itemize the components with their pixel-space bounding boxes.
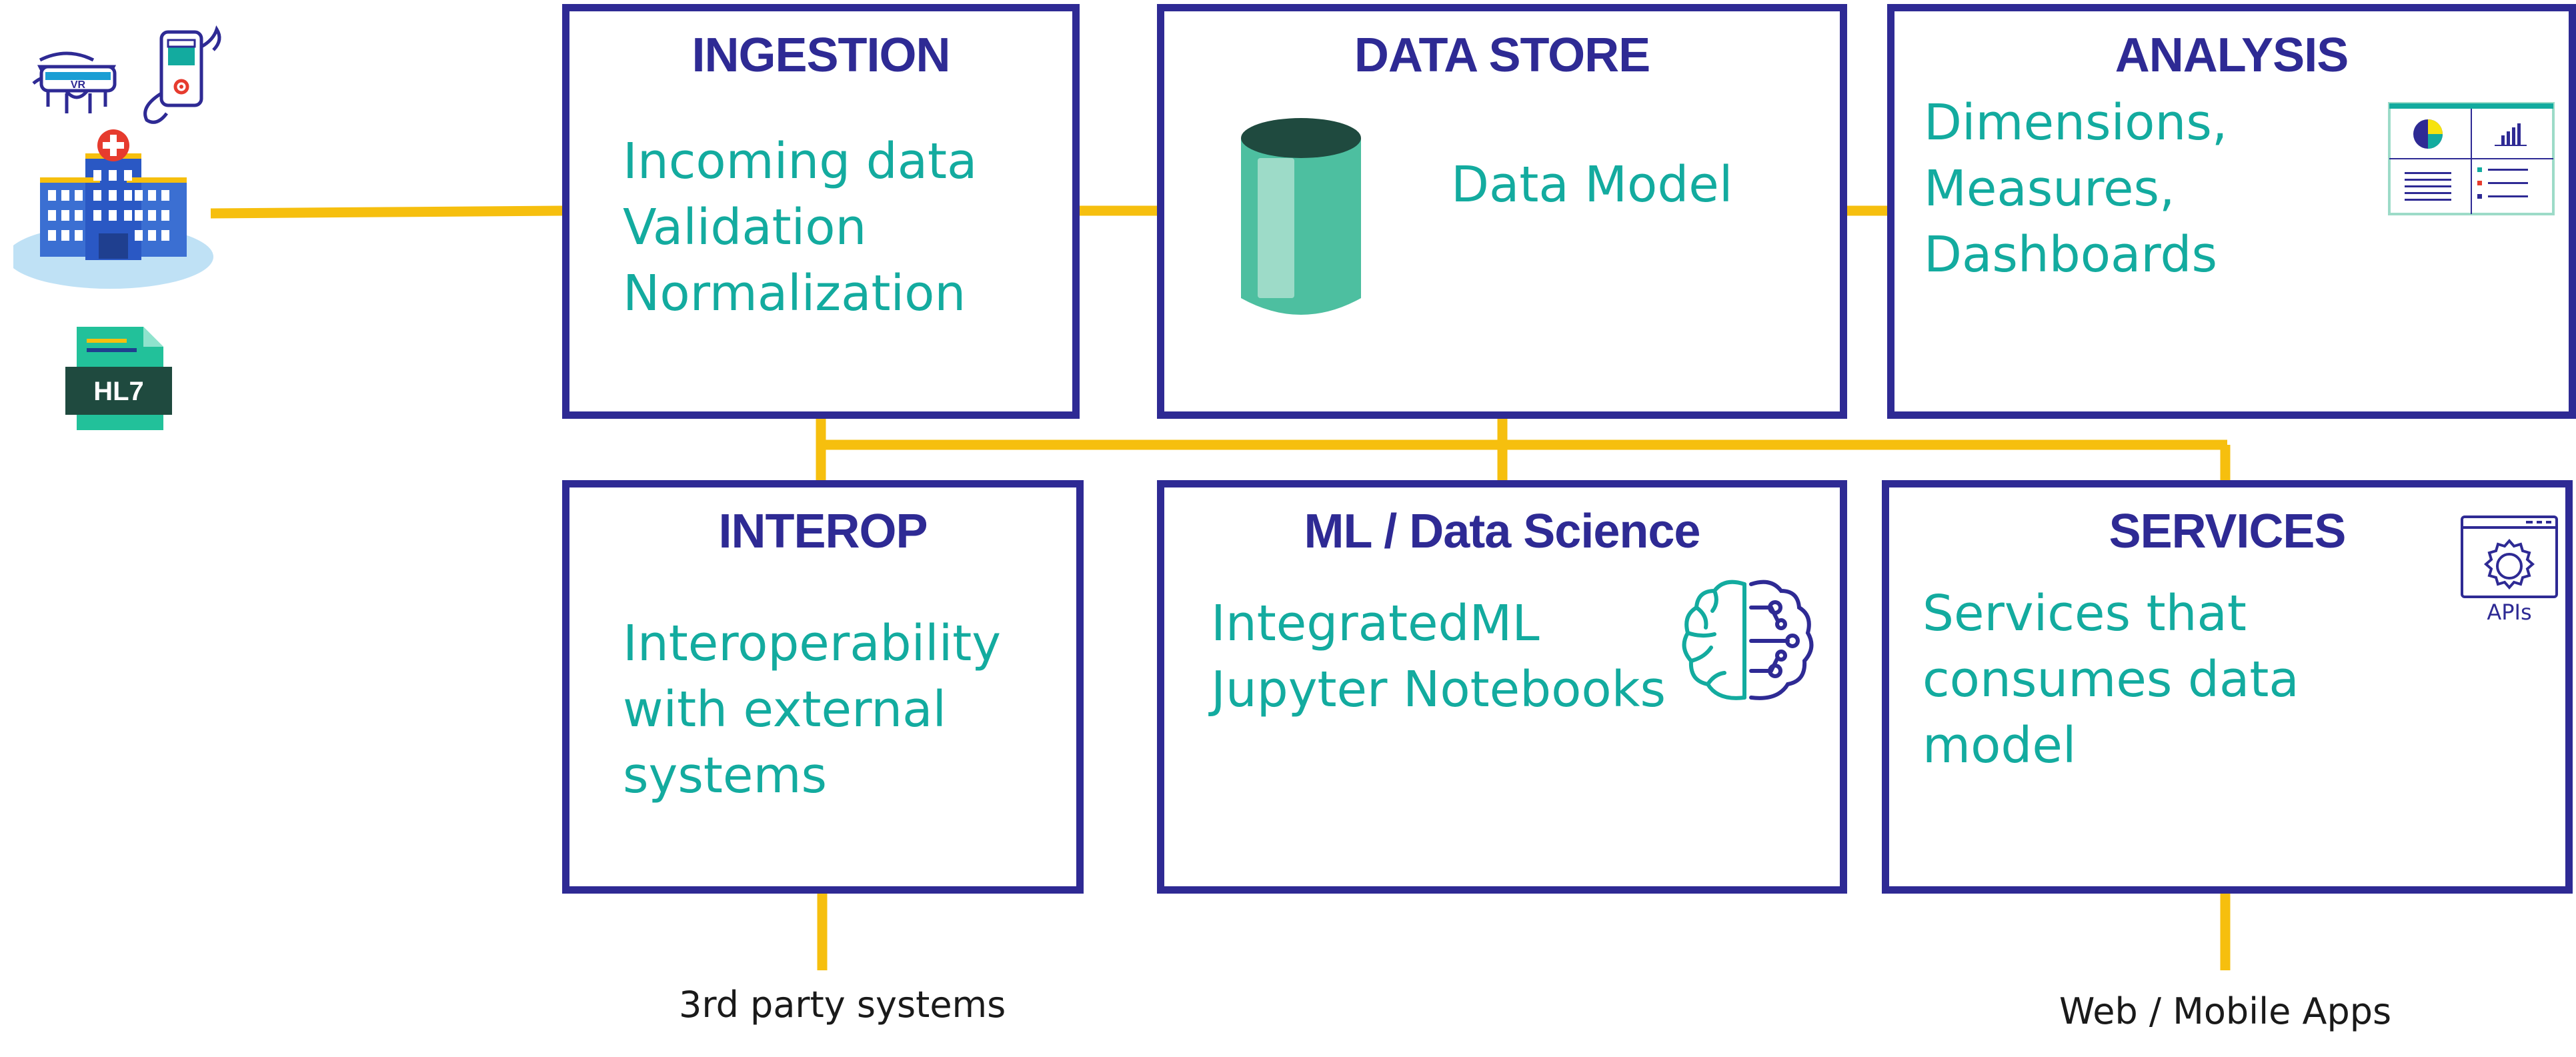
datastore-box: DATA STORE Data Model <box>1157 4 1847 419</box>
interop-line: with external <box>623 681 947 738</box>
services-box: SERVICES Services that consumes data mod… <box>1882 480 2573 894</box>
interop-footer-label: 3rd party systems <box>679 984 1006 1026</box>
analysis-line: Dimensions, <box>1924 94 2228 151</box>
apis-label: APIs <box>2487 600 2531 625</box>
source-icons: VR <box>13 25 221 430</box>
interop-line: Interoperability <box>623 615 1002 672</box>
connector-sources-ingestion <box>210 205 563 219</box>
brain-circuit-icon <box>1682 580 1814 700</box>
vr-headset-icon: VR <box>32 51 117 113</box>
hl7-document-icon: HL7 <box>65 327 172 430</box>
analysis-box: ANALYSIS Dimensions, Measures, Dashboard… <box>1887 4 2576 419</box>
datastore-line: Data Model <box>1451 156 1733 213</box>
database-cylinder-icon <box>1241 118 1361 315</box>
ml-line: IntegratedML <box>1211 595 1540 652</box>
analysis-line: Dashboards <box>1924 226 2218 283</box>
ml-line: Jupyter Notebooks <box>1211 661 1666 718</box>
dashboard-icon <box>2388 102 2555 215</box>
api-gear-icon: APIs <box>2461 515 2558 625</box>
analysis-line: Measures, <box>1924 160 2175 217</box>
wearable-device-icon <box>143 25 221 124</box>
ingestion-title: INGESTION <box>692 29 950 82</box>
analysis-title: ANALYSIS <box>2115 29 2349 82</box>
ingestion-line: Incoming data <box>623 133 978 190</box>
datastore-title: DATA STORE <box>1354 29 1650 82</box>
services-footer-label: Web / Mobile Apps <box>2059 990 2392 1032</box>
interop-title: INTEROP <box>718 505 928 558</box>
ingestion-line: Normalization <box>623 265 966 322</box>
interop-box: INTEROP Interoperability with external s… <box>562 480 1084 894</box>
ml-title: ML / Data Science <box>1304 505 1701 558</box>
ingestion-box: INGESTION Incoming data Validation Norma… <box>562 4 1080 419</box>
ml-box: ML / Data Science IntegratedML Jupyter N… <box>1157 480 1847 894</box>
services-line: Services that <box>1922 585 2247 642</box>
services-line: consumes data <box>1922 651 2299 708</box>
svg-text:HL7: HL7 <box>93 377 144 406</box>
services-line: model <box>1922 717 2077 774</box>
services-title: SERVICES <box>2109 505 2347 558</box>
svg-text:VR: VR <box>71 79 86 91</box>
interop-line: systems <box>623 747 828 804</box>
ingestion-line: Validation <box>623 199 867 256</box>
hospital-icon <box>13 129 213 289</box>
